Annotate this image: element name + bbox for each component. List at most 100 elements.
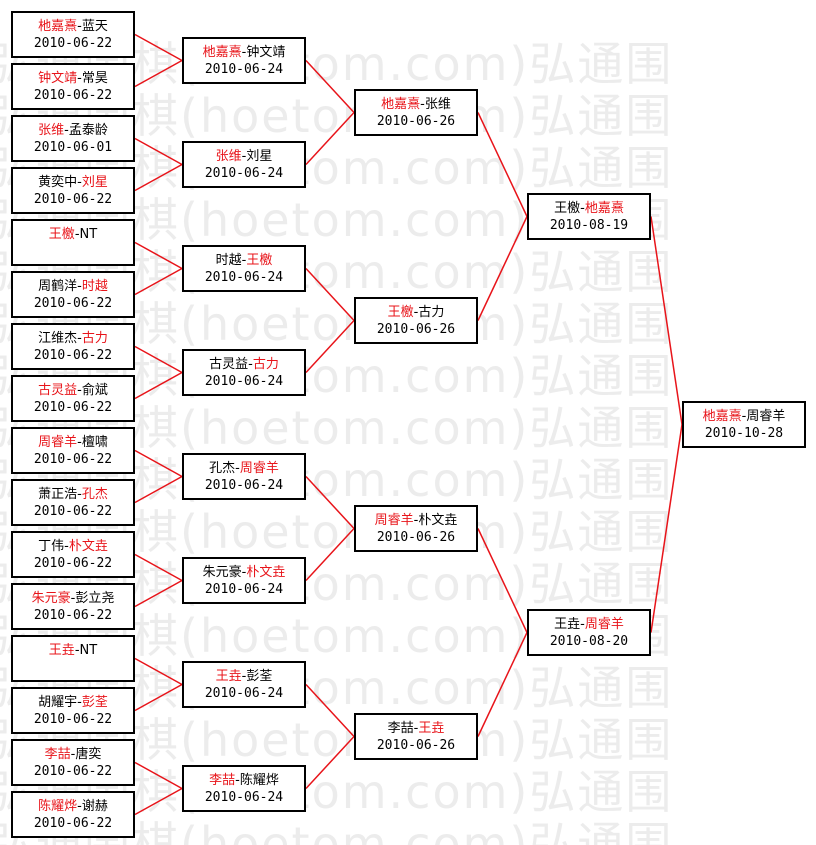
match-date: 2010-06-24: [204, 165, 284, 181]
player-one: 王垚: [554, 616, 581, 632]
player-one: 张维: [215, 148, 242, 164]
player-two: 彭立尧: [75, 590, 115, 606]
player-two: 彭荃: [81, 694, 108, 710]
match-date: 2010-06-24: [204, 269, 284, 285]
match-date: 2010-06-22: [33, 87, 113, 103]
connector-line: [477, 112, 528, 217]
match-players: 钟文靖-常昊: [38, 70, 108, 87]
match-players: 萧正浩-孔杰: [38, 486, 108, 503]
connector-line: [305, 59, 355, 114]
match-players: 杝嘉熹-周睿羊: [703, 408, 786, 425]
player-separator: -: [241, 252, 247, 268]
player-two: 刘星: [81, 174, 108, 190]
player-one: 李喆: [209, 772, 236, 788]
connector-line: [134, 761, 183, 790]
connector-line: [477, 216, 528, 321]
match-players: 朱元豪-彭立尧: [32, 590, 115, 607]
match-date: 2010-06-22: [33, 763, 113, 779]
player-two: 钟文靖: [246, 44, 286, 60]
match-players: 王垚-NT: [49, 642, 97, 659]
match-date: 2010-06-24: [204, 581, 284, 597]
player-one: 陈耀烨: [38, 798, 78, 814]
connector-line: [305, 319, 355, 374]
player-separator: -: [741, 408, 747, 424]
match-date: 2010-06-22: [33, 815, 113, 831]
player-two: 朴文垚: [418, 512, 458, 528]
player-separator: -: [413, 512, 419, 528]
player-one: 周睿羊: [38, 434, 78, 450]
match-date: 2010-06-22: [33, 555, 113, 571]
match-players: 杝嘉熹-张维: [381, 96, 451, 113]
player-one: 张维: [38, 122, 65, 138]
connector-line: [134, 683, 183, 712]
player-two: 谢赫: [81, 798, 108, 814]
match-date: 2010-06-22: [33, 451, 113, 467]
connector-line: [650, 216, 683, 425]
player-separator: -: [413, 720, 419, 736]
match-date: 2010-08-19: [549, 217, 629, 233]
player-one: 王檄: [554, 200, 581, 216]
player-two: 朴文垚: [246, 564, 286, 580]
player-two: 王檄: [246, 252, 273, 268]
connector-line: [134, 59, 183, 88]
player-one: 萧正浩: [38, 486, 78, 502]
match-players: 王檄-NT: [49, 226, 97, 243]
match-date: 2010-06-24: [204, 685, 284, 701]
player-one: 王檄: [387, 304, 414, 320]
player-two: 时越: [81, 278, 108, 294]
match-date: 2010-06-22: [33, 295, 113, 311]
player-two: 孟泰龄: [68, 122, 108, 138]
match-players: 杝嘉熹-钟文靖: [203, 44, 286, 61]
player-one: 周睿羊: [374, 512, 414, 528]
player-one: 李喆: [44, 746, 71, 762]
connector-line: [305, 735, 355, 790]
player-one: 黄奕中: [38, 174, 78, 190]
player-one: 王檄: [48, 226, 75, 242]
player-two: 周睿羊: [584, 616, 624, 632]
player-one: 胡耀宇: [38, 694, 78, 710]
player-separator: -: [580, 200, 585, 216]
match-players: 张维-刘星: [216, 148, 273, 165]
player-two: 杝嘉熹: [584, 200, 624, 216]
player-two: 张维: [424, 96, 451, 112]
match-players: 黄奕中-刘星: [38, 174, 108, 191]
player-separator: -: [77, 486, 82, 502]
match-date: 2010-06-22: [33, 191, 113, 207]
player-one: 周鹤洋: [38, 278, 78, 294]
match-players: 古灵益-俞斌: [38, 382, 108, 399]
player-two: 周睿羊: [239, 460, 279, 476]
player-one: 王垚: [48, 642, 75, 658]
match-date: 2010-06-26: [376, 321, 456, 337]
player-two: 蓝天: [81, 18, 108, 34]
connector-line: [134, 553, 183, 582]
player-one: 朱元豪: [31, 590, 71, 606]
player-separator: -: [248, 356, 253, 372]
match-date: 2010-06-24: [204, 373, 284, 389]
player-separator: -: [64, 122, 69, 138]
match-players: 杝嘉熹-蓝天: [38, 18, 108, 35]
player-one: 丁伟: [38, 538, 65, 554]
connector-line: [650, 424, 683, 633]
player-separator: -: [70, 746, 76, 762]
match-date: 2010-06-26: [376, 529, 456, 545]
match-players: 李喆-唐奕: [45, 746, 102, 763]
player-two: 俞斌: [81, 382, 108, 398]
match-players: 朱元豪-朴文垚: [203, 564, 286, 581]
match-players: 江维杰-古力: [38, 330, 108, 347]
